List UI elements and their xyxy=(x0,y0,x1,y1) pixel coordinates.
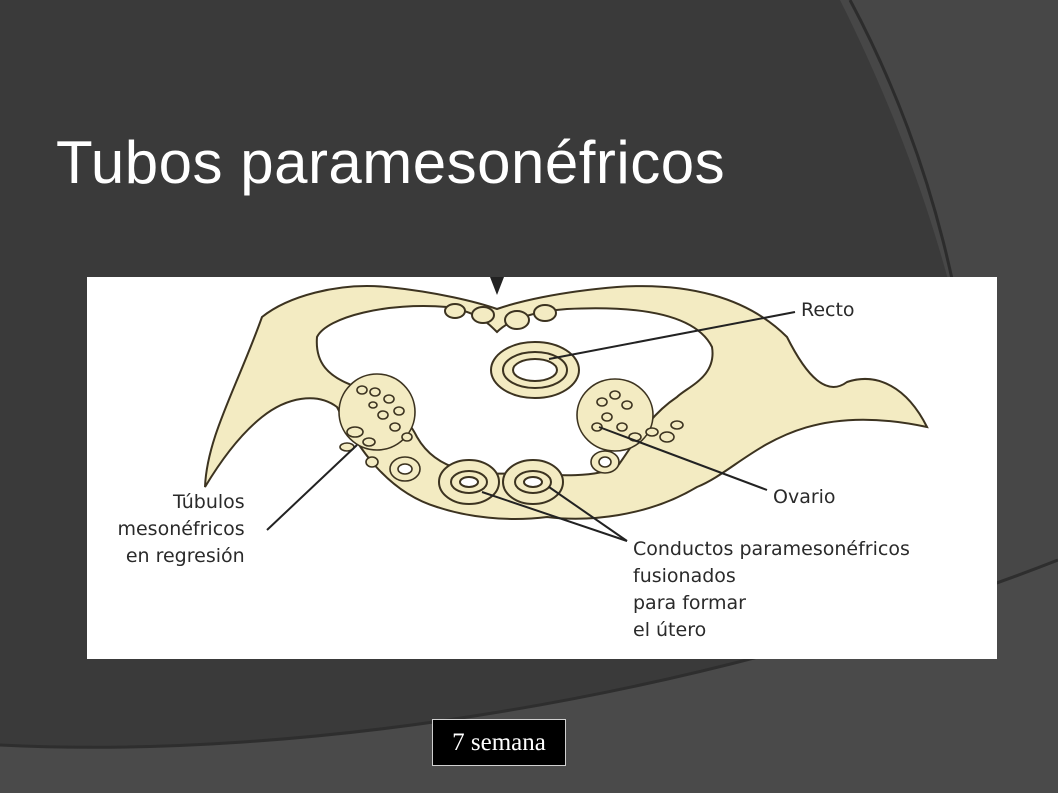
upper-gut-loops xyxy=(444,303,557,330)
label-conductos-line-3: para formar xyxy=(633,592,746,614)
label-tubulos-line-2: mesonéfricos xyxy=(117,518,245,540)
label-recto: Recto xyxy=(801,299,855,321)
paramesonephric-ducts xyxy=(438,459,564,505)
left-mesonephros xyxy=(338,373,416,468)
label-tubulos-line-3: en regresión xyxy=(125,545,245,567)
week-caption: 7 semana xyxy=(432,719,566,766)
mesonephric-ducts xyxy=(389,450,620,482)
label-tubulos-mesonefricos: Túbulos mesonéfricos en regresión xyxy=(105,489,245,570)
label-conductos-line-2: fusionados xyxy=(633,565,736,587)
arrow-marker-icon xyxy=(490,277,504,295)
slide-title: Tubos paramesonéfricos xyxy=(56,129,726,196)
label-ovario: Ovario xyxy=(773,486,836,508)
label-conductos-line-4: el útero xyxy=(633,619,707,641)
embryo-cross-section-drawing xyxy=(204,277,929,542)
label-tubulos-line-1: Túbulos xyxy=(173,491,245,513)
leader-lines xyxy=(266,311,796,542)
embryo-cross-section-figure: Recto Ovario Túbulos mesonéfricos en reg… xyxy=(87,277,997,659)
label-conductos-paramesonefricos: Conductos paramesonéfricos fusionados pa… xyxy=(633,536,910,644)
rectum xyxy=(490,341,580,399)
label-conductos-line-1: Conductos paramesonéfricos xyxy=(633,538,910,560)
